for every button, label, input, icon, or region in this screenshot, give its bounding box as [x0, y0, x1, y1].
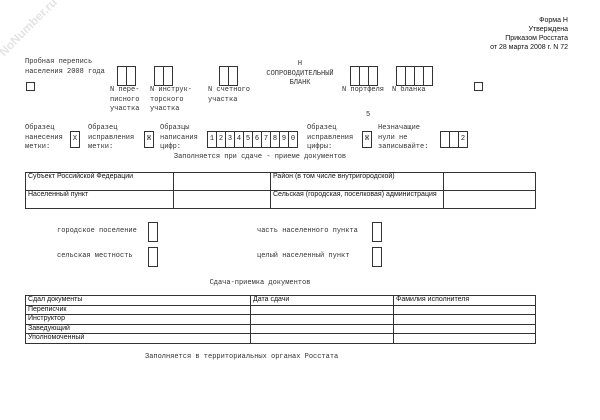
- date-cell[interactable]: [250, 323, 394, 334]
- urban-label: городское поселение: [57, 227, 137, 235]
- name-cell[interactable]: [393, 333, 536, 344]
- table-row: Инструктор: [25, 314, 536, 325]
- corner-marker-left[interactable]: [26, 82, 35, 91]
- urban-checkbox[interactable]: [148, 222, 158, 242]
- instructor-number-field[interactable]: [154, 66, 173, 86]
- name-cell[interactable]: [393, 314, 536, 325]
- order-date: от 28 марта 2008 г. N 72: [490, 44, 568, 51]
- blank-label: N бланка: [392, 86, 426, 94]
- subject-value[interactable]: [173, 172, 271, 191]
- approved-label: Утверждена: [528, 26, 569, 33]
- section1-heading: Заполняется при сдаче - приеме документо…: [173, 153, 347, 161]
- perepis-number-field[interactable]: [117, 66, 136, 86]
- header-handed: Сдал документы: [25, 295, 251, 306]
- digit-fix-box: Ж: [362, 131, 372, 148]
- settlement-value[interactable]: [173, 190, 271, 209]
- portfolio-number-field[interactable]: [350, 66, 378, 86]
- section2-heading: Сдача-приемка документов: [209, 279, 311, 287]
- district-value[interactable]: [443, 172, 536, 191]
- mark-sample-box: X: [70, 131, 80, 148]
- count-number-field[interactable]: [219, 66, 238, 86]
- subject-label: Субъект Российской Федерации: [25, 172, 174, 191]
- form-name: Форма Н: [539, 17, 568, 24]
- table-row: Заведующий: [25, 323, 536, 334]
- header-date: Дата сдачи: [250, 295, 394, 306]
- corner-marker-right[interactable]: [474, 82, 483, 91]
- portfolio-label: N портфеля: [342, 86, 385, 94]
- zeros-sample-boxes: 2: [440, 131, 468, 148]
- district-label: Район (в том числе внутригородской): [270, 172, 444, 191]
- header-name: Фамилия исполнителя: [393, 295, 536, 306]
- date-cell[interactable]: [250, 314, 394, 325]
- blank-number-field[interactable]: [396, 66, 433, 86]
- location-table: Субъект Российской Федерации Район (в том…: [25, 172, 536, 209]
- name-cell[interactable]: [393, 304, 536, 315]
- digit-fix-above: 5: [366, 111, 371, 119]
- name-cell[interactable]: [393, 323, 536, 334]
- part-checkbox[interactable]: [372, 222, 382, 242]
- administration-value[interactable]: [443, 190, 536, 209]
- date-cell[interactable]: [250, 304, 394, 315]
- table-row: Уполномоченный: [25, 333, 536, 344]
- whole-label: целый населенный пункт: [257, 252, 350, 260]
- rural-checkbox[interactable]: [148, 247, 158, 267]
- mark-fix-box: Ж: [144, 131, 154, 148]
- administration-label: Сельская (городская, поселковая) админис…: [270, 190, 444, 209]
- footer-note: Заполняется в территориальных органах Ро…: [145, 353, 339, 361]
- rural-label: сельская местность: [57, 252, 133, 260]
- settlement-label: Населенный пункт: [25, 190, 174, 209]
- date-cell[interactable]: [250, 333, 394, 344]
- watermark: NoNumber.ru: [0, 0, 60, 59]
- whole-checkbox[interactable]: [372, 247, 382, 267]
- part-label: часть населенного пункта: [257, 227, 358, 235]
- table-row: Переписчик: [25, 304, 536, 315]
- order-label: Приказом Росстата: [505, 35, 568, 42]
